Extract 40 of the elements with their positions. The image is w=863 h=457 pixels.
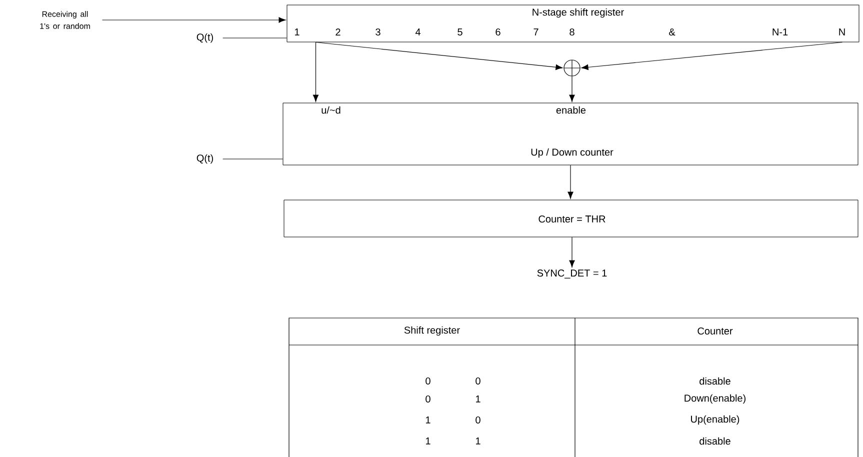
stage-number: 4 [415,28,420,36]
comparator-box: Counter = THR [284,200,858,238]
table-cell: 1 [426,438,430,444]
signal-label: Q(t) [196,33,213,43]
stage-number: N-1 [772,28,788,36]
arrow [569,76,575,102]
stage-number: 6 [496,28,500,36]
stage-number: & [669,28,676,36]
table-cell: Down(enable) [684,394,746,404]
arrow [315,42,563,70]
input-label: enable [556,106,586,114]
column-header: Shift register [404,326,460,336]
stage-number: 5 [458,28,462,36]
stage-number: 2 [336,28,340,36]
stage-number: 1 [295,28,300,36]
table-cell: 0 [426,377,430,385]
table-cell: 1 [476,396,480,402]
arrow [312,42,319,102]
input-label: Receiving all 1's or random [40,11,90,29]
column-header: Counter [698,327,733,335]
stage-number: 3 [376,28,380,36]
arrow [568,164,574,199]
stage-number: N [839,28,845,36]
table-cell: disable [700,437,730,445]
table-cell: 0 [476,416,480,424]
table-cell: 0 [426,395,430,403]
stage-number: 7 [534,28,538,36]
table-cell: disable [700,377,730,385]
output-label: SYNC_DET = 1 [537,270,607,278]
table-cell: Up(enable) [691,415,740,425]
arrow [102,17,286,23]
stage-number: 8 [570,28,574,36]
arrow [581,42,843,70]
signal-label: Q(t) [196,154,213,164]
input-label: u/~d [322,106,340,114]
table-cell: 0 [476,377,480,385]
arrow [569,236,575,268]
table-cell: 1 [426,416,430,424]
xor-symbol [564,60,580,76]
table-cell: 1 [476,438,480,444]
